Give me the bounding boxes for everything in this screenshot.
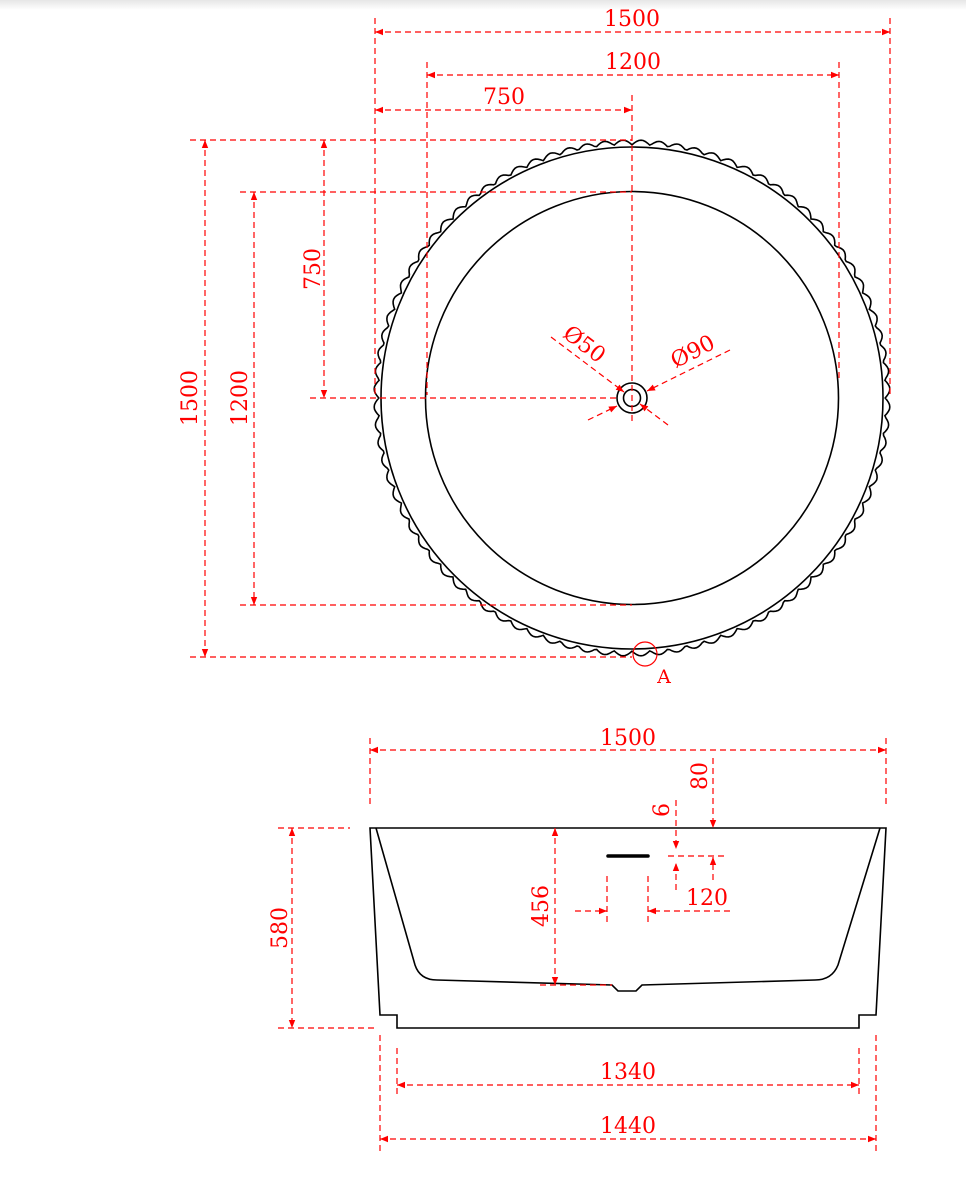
leader-line — [646, 349, 731, 392]
dim-depth-inner: 1200 — [228, 370, 253, 426]
window-top-edge — [0, 0, 966, 10]
dim-overflow-height: 6 — [650, 803, 675, 817]
dim-half-depth: 750 — [301, 248, 326, 290]
dim-base-inner-width: 1340 — [600, 1060, 656, 1085]
dim-width-overall: 1500 — [604, 7, 660, 32]
detail-a-marker — [632, 641, 658, 667]
scalloped-rim-outline — [373, 139, 891, 657]
dim-depth-overall: 1500 — [178, 370, 203, 426]
detail-a-label: A — [656, 666, 671, 688]
tub-inner-profile — [375, 827, 881, 992]
side-view: 1500 580 456 80 6 120 1340 1440 — [268, 726, 887, 1152]
top-view: 1500 1200 750 1500 1200 750 Ø50 Ø90 A — [178, 7, 891, 688]
leader-line — [639, 403, 669, 426]
dim-base-outer-width: 1440 — [600, 1114, 656, 1139]
leader-line — [587, 405, 618, 421]
dim-half-width: 750 — [483, 85, 525, 110]
leader-line — [550, 336, 625, 393]
drain-outer-circle — [616, 382, 648, 414]
dim-side-width-top: 1500 — [600, 726, 656, 751]
tub-outer-profile — [369, 827, 887, 1029]
dim-inner-depth: 456 — [529, 885, 554, 927]
dim-overflow-width: 120 — [686, 886, 728, 911]
dim-height-overall: 580 — [268, 907, 293, 949]
dim-drain-outer: Ø90 — [667, 331, 719, 374]
dim-width-inner: 1200 — [605, 50, 661, 75]
dim-overflow-from-top: 80 — [688, 762, 713, 790]
